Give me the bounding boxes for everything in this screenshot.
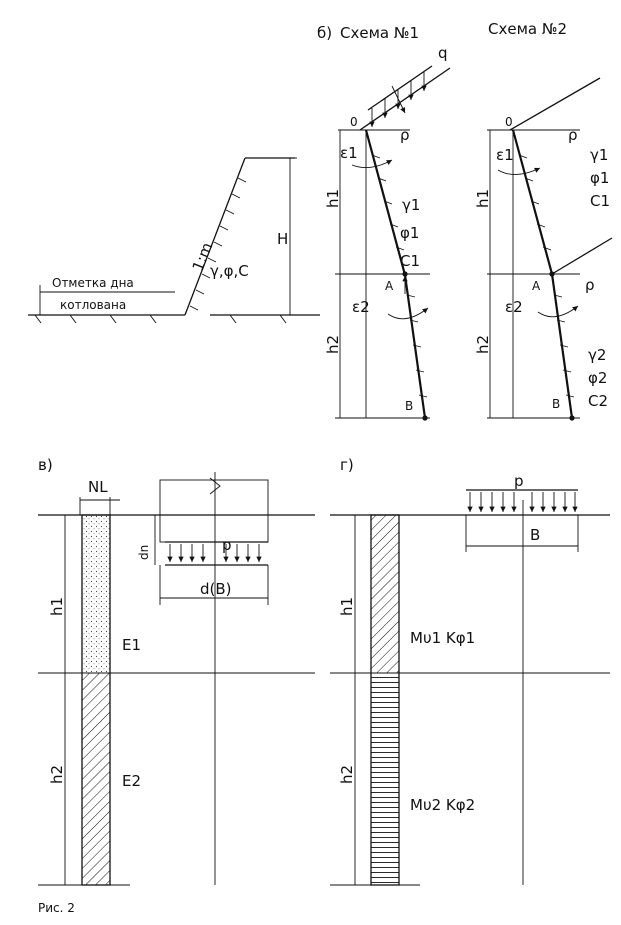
- scheme-2: 0 ρ ε1 γ1 φ1 C1 A: [474, 77, 613, 421]
- d-load-arrows: [467, 492, 578, 512]
- bottom-hatch: [34, 314, 287, 324]
- scheme1-eps1-label: ε1: [340, 144, 358, 162]
- scheme1-soil1-c: C1: [400, 252, 420, 270]
- c-load-arrows: [167, 544, 262, 562]
- scheme1-h2-label: h2: [324, 335, 342, 354]
- panel-d: г) h1 h2 Mυ1 Kφ1 Mυ2 Kφ2 p B: [330, 456, 610, 886]
- scheme2-mid-surface: [551, 237, 613, 275]
- scheme1-q-label: q: [438, 44, 448, 62]
- scheme1-rho-label: ρ: [400, 126, 410, 144]
- scheme2-h1-label: h1: [474, 189, 492, 208]
- scheme2-point-a: [549, 271, 555, 277]
- scheme2-o-label: 0: [505, 115, 513, 129]
- axis-break-mark: [209, 477, 221, 495]
- scheme2-b-label: B: [552, 397, 560, 411]
- scheme1-point-b: [422, 415, 428, 421]
- scheme1-title: Схема №1: [340, 24, 419, 42]
- d-h1-label: h1: [338, 597, 356, 616]
- scheme1-soil1-gamma: γ1: [402, 196, 420, 214]
- panel-c-tag: в): [38, 456, 53, 474]
- scheme2-h2-label: h2: [474, 335, 492, 354]
- scheme2-soil2-phi: φ2: [588, 369, 607, 387]
- scheme2-point-b: [569, 415, 575, 421]
- scheme1-a-label: A: [385, 279, 394, 293]
- scheme-1: q 0 ρ ε1 γ1 φ1 C1: [324, 44, 451, 421]
- height-label: H: [277, 230, 288, 248]
- scheme1-load-arrows: [369, 72, 427, 127]
- slope-hatch: [189, 177, 247, 311]
- scheme2-eps1-label: ε1: [496, 146, 514, 164]
- scheme2-eps2-label: ε2: [505, 298, 523, 316]
- pit-label-line1: Отметка дна: [52, 276, 134, 290]
- scheme1-point-a: [402, 271, 408, 277]
- scheme1-o-label: 0: [350, 115, 358, 129]
- scheme1-b-label: B: [405, 399, 413, 413]
- d-lower-layer: [371, 673, 399, 885]
- scheme2-soil1-gamma: γ1: [590, 146, 608, 164]
- dn-label: dn: [137, 545, 151, 560]
- d-h2-label: h2: [338, 765, 356, 784]
- scheme2-soil2-gamma: γ2: [588, 346, 606, 364]
- e2-label: E2: [122, 772, 141, 790]
- e1-label: E1: [122, 636, 141, 654]
- d-upper-layer: [371, 515, 399, 673]
- scheme1-h1-label: h1: [324, 189, 342, 208]
- d-label: d(B): [200, 580, 232, 598]
- panel-d-tag: г): [340, 456, 354, 474]
- scheme1-eps1-arc: [351, 159, 393, 169]
- c-h1-label: h1: [48, 597, 66, 616]
- scheme2-rho-label: ρ: [568, 126, 578, 144]
- c-p-label: p: [222, 536, 232, 554]
- panel-a: Отметка дна котлована 1:m γ,φ,C H: [28, 157, 320, 324]
- panel-b-tag: б): [317, 24, 332, 42]
- scheme2-eps1-arc: [497, 167, 541, 175]
- scheme1-surface: [359, 67, 451, 131]
- nl-label: NL: [88, 478, 108, 496]
- panel-b: б) Схема №1 Схема №2 q 0 ρ: [317, 20, 613, 421]
- scheme2-surface: [509, 77, 601, 131]
- soil-props-label: γ,φ,C: [210, 262, 249, 280]
- pile-upper-layer: [82, 515, 110, 673]
- scheme2-a-label: A: [532, 279, 541, 293]
- scheme1-eps2-label: ε2: [352, 298, 370, 316]
- pile-lower-layer: [82, 673, 110, 885]
- d-p-label: p: [514, 472, 524, 490]
- panel-c: в) NL h1 h2 E1 E2 p d: [38, 456, 315, 886]
- scheme2-slide-hatch: [518, 154, 575, 398]
- scheme1-slide-hatch: [371, 154, 428, 398]
- slope-line: [184, 157, 246, 316]
- scheme1-load-top: [367, 65, 433, 111]
- d-layer2-label: Mυ2 Kφ2: [410, 796, 475, 814]
- scheme1-q-arrow: [391, 85, 406, 114]
- figure-caption: Рис. 2: [38, 901, 75, 915]
- scheme2-soil2-c: C2: [588, 392, 608, 410]
- scheme2-rho2-label: ρ: [585, 276, 595, 294]
- scheme2-eps2-arc: [537, 305, 579, 318]
- scheme2-soil1-c: C1: [590, 192, 610, 210]
- scheme1-eps2-arc: [387, 307, 429, 320]
- scheme2-title: Схема №2: [488, 20, 567, 38]
- scheme1-soil1-phi: φ1: [400, 224, 419, 242]
- scheme2-soil1-phi: φ1: [590, 169, 609, 187]
- pit-label-line2: котлована: [60, 298, 126, 312]
- d-b-label: B: [530, 526, 540, 544]
- c-h2-label: h2: [48, 765, 66, 784]
- foundation-box: [159, 479, 269, 543]
- d-layer1-label: Mυ1 Kφ1: [410, 629, 475, 647]
